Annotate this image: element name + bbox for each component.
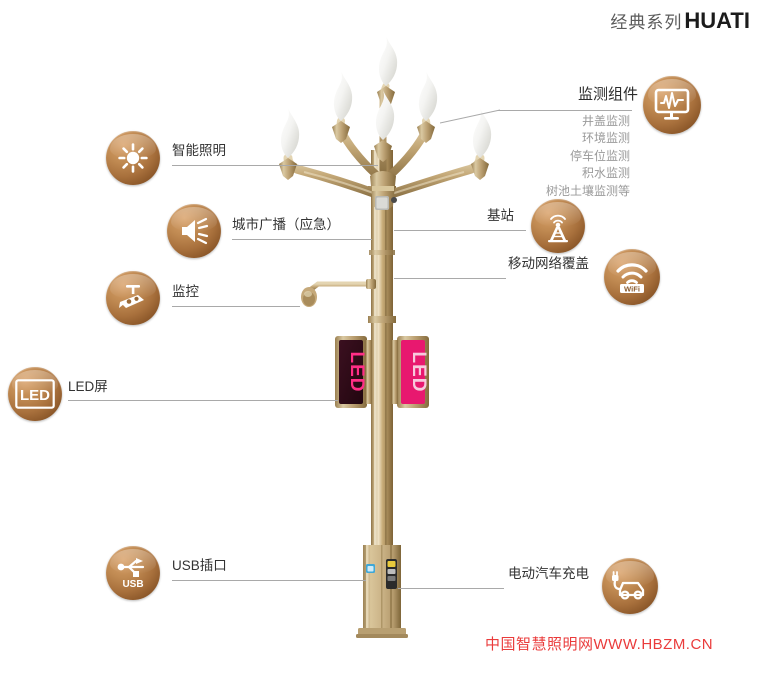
mobile-network-leader-line (394, 278, 506, 279)
led-icon: LED (15, 379, 55, 409)
smart-lighting-icon-badge[interactable] (106, 131, 160, 185)
led-panel-right: LED (397, 336, 429, 408)
monitoring-item-4: 树池土壤监测等 (545, 183, 630, 198)
monitoring-item-2: 停车位监测 (569, 148, 630, 163)
usb-icon: USB (117, 558, 145, 590)
ev-charging-leader-line (398, 588, 504, 589)
led-panel-left: LED (335, 336, 367, 408)
monitoring-label: 监测组件 (578, 86, 639, 103)
monitoring-icon-badge[interactable] (643, 76, 701, 134)
surveillance-label: 监控 (172, 284, 199, 299)
led-screen-icon-badge[interactable]: LED (8, 367, 62, 421)
monitoring-item-3: 积水监测 (581, 166, 630, 181)
watermark-text: 中国智慧照明网WWW.HBZM.CN (485, 636, 714, 653)
svg-text:LED: LED (20, 387, 50, 404)
ev-charging-label: 电动汽车充电 (508, 566, 589, 581)
city-broadcast-label: 城市广播（应急） (232, 217, 340, 232)
mobile-network-icon-badge[interactable]: WiFi (604, 249, 660, 305)
svg-text:WiFi: WiFi (624, 284, 640, 293)
monitoring-item-1: 环境监测 (581, 131, 630, 146)
surveillance-icon-badge[interactable] (106, 271, 160, 325)
brand-name-label: HUATI (684, 8, 750, 33)
svg-text:LED: LED (408, 352, 429, 393)
usb-port-label: USB插口 (172, 558, 227, 573)
svg-text:LED: LED (346, 352, 367, 393)
city-broadcast-icon-badge[interactable] (167, 204, 221, 258)
ev-car-charge-icon (612, 571, 645, 600)
usb-port-icon-badge[interactable]: USB (106, 546, 160, 600)
monitor-waveform-icon (654, 88, 690, 120)
led-screen-label: LED屏 (68, 379, 108, 394)
brand-header: 经典系列 HUATI (610, 8, 750, 34)
sun-icon (118, 143, 148, 173)
led-screen-leader-line (68, 400, 338, 401)
monitoring-pointer-line (440, 109, 501, 124)
smart-lighting-leader-line (172, 165, 378, 166)
monitoring-sub-items: 井盖监测 环境监测 停车位监测 积水监测 树池土壤监测等 (500, 113, 630, 200)
mobile-network-label: 移动网络覆盖 (508, 256, 589, 271)
antenna-tower-icon (548, 214, 568, 243)
base-station-leader-line (394, 230, 526, 231)
brand-series-label: 经典系列 (610, 13, 683, 32)
ev-charging-icon-badge[interactable] (602, 558, 658, 614)
smart-lighting-label: 智能照明 (172, 143, 226, 158)
base-station-icon-badge[interactable] (531, 199, 585, 253)
svg-text:USB: USB (122, 579, 143, 590)
base-station-label: 基站 (487, 208, 514, 223)
monitoring-leader-line (498, 110, 632, 111)
speaker-icon (182, 217, 209, 245)
monitoring-item-0: 井盖监测 (581, 114, 630, 128)
cctv-camera-icon (119, 285, 144, 308)
wifi-icon: WiFi (616, 263, 648, 293)
city-broadcast-leader-line (232, 239, 372, 240)
usb-port-leader-line (172, 580, 366, 581)
surveillance-leader-line (172, 306, 300, 307)
